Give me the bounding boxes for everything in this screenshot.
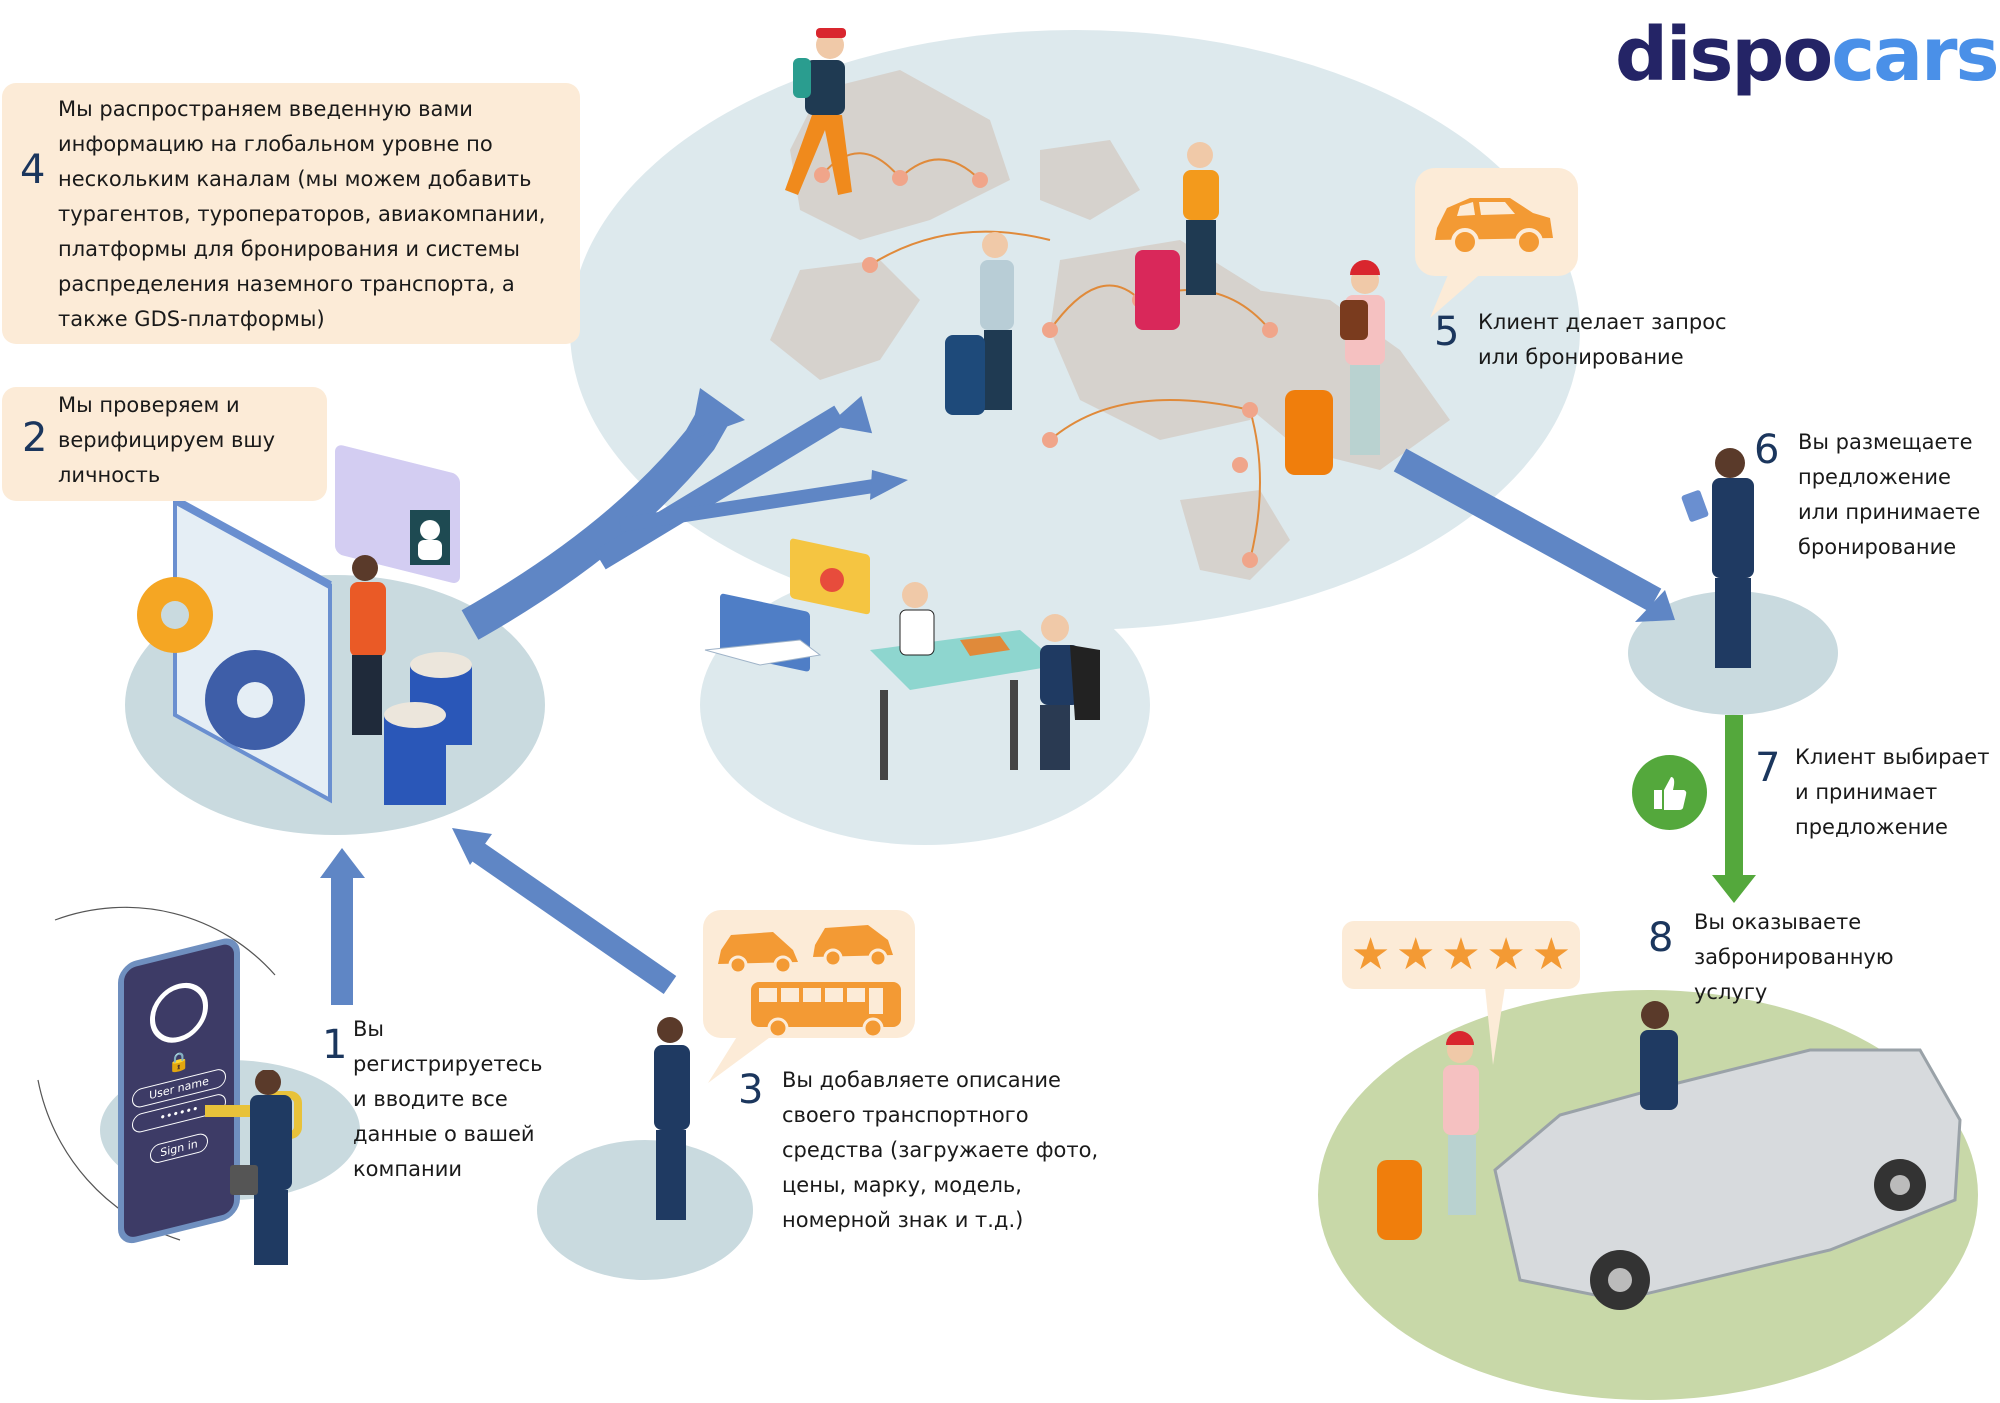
travel-agency-office-scene — [704, 538, 1100, 780]
step-7-text: Клиент выбирает и принимает предложение — [1795, 745, 1990, 839]
star-icon: ★ — [1531, 929, 1572, 980]
star-icon: ★ — [1350, 929, 1391, 980]
thumbs-up-icon — [1632, 755, 1707, 830]
minivan-icon — [718, 932, 798, 975]
car-icon — [1435, 198, 1553, 256]
step-1-text: Вы регистрируетесь и вводите все данные … — [353, 1017, 543, 1181]
logo-part-cars: cars — [1831, 12, 1999, 98]
logo-part-dispo: dispo — [1615, 12, 1833, 98]
step-8-number: 8 — [1648, 915, 1674, 961]
database-icon — [384, 652, 472, 805]
step-4-box — [2, 83, 580, 344]
vehicles-bubble-tail — [708, 1035, 773, 1083]
businessman-with-key — [205, 1070, 302, 1265]
step-4-text: Мы распространяем введенную вами информа… — [58, 97, 546, 331]
accept-arrow — [1712, 715, 1756, 903]
step-6-text: Вы размещаете предложение или принимаете… — [1798, 430, 1981, 559]
vehicle-owner-platform — [537, 1017, 753, 1280]
suv-icon — [813, 925, 893, 968]
step-5-text: Клиент делает запрос или бронирование — [1478, 310, 1727, 369]
traveller-woman-suitcase-orange — [1285, 260, 1385, 475]
step-7-number: 7 — [1755, 745, 1781, 791]
step-1-number: 1 — [322, 1022, 348, 1068]
host-platform — [1628, 448, 1838, 715]
step-8-text: Вы оказываете забронированную услугу — [1694, 910, 1894, 1004]
step-3-number: 3 — [738, 1067, 764, 1113]
step-4-number: 4 — [20, 147, 46, 193]
service-platform — [1318, 990, 1978, 1400]
flow-arrows — [331, 396, 1662, 1005]
car-bubble-tail — [1430, 270, 1485, 318]
step-2-text: Мы проверяем и верифицируем вшу личность — [58, 393, 276, 487]
vehicles-bubble — [703, 910, 915, 1039]
traveller-woman-suitcase-red — [1135, 142, 1219, 330]
world-map-continents — [770, 70, 1450, 580]
rating-bubble-tail — [1485, 987, 1505, 1065]
step-6-number: 6 — [1754, 427, 1780, 473]
star-icon: ★ — [1486, 929, 1526, 980]
verifier-person — [350, 555, 386, 735]
gear-icon-blue — [205, 650, 305, 750]
traveller-woman-phone — [945, 232, 1014, 415]
bus-icon — [751, 982, 901, 1039]
step-2-box — [2, 387, 327, 501]
gear-icon-orange — [137, 577, 213, 653]
traveller-backpacker — [785, 28, 852, 195]
user-avatar-icon — [150, 976, 208, 1050]
star-icon: ★ — [1396, 929, 1436, 980]
flight-routes — [821, 152, 1271, 561]
car-request-bubble — [1415, 168, 1578, 276]
step-3-text: Вы добавляете описание своего транспортн… — [782, 1068, 1099, 1232]
flow-arrowheads — [320, 388, 1675, 878]
dispocars-logo: dispocars — [1615, 18, 2000, 92]
step-5-number: 5 — [1434, 309, 1460, 355]
rating-bubble: ★★★★★ — [1342, 921, 1580, 989]
step-2-number: 2 — [22, 415, 48, 461]
star-icon: ★ — [1441, 929, 1481, 980]
